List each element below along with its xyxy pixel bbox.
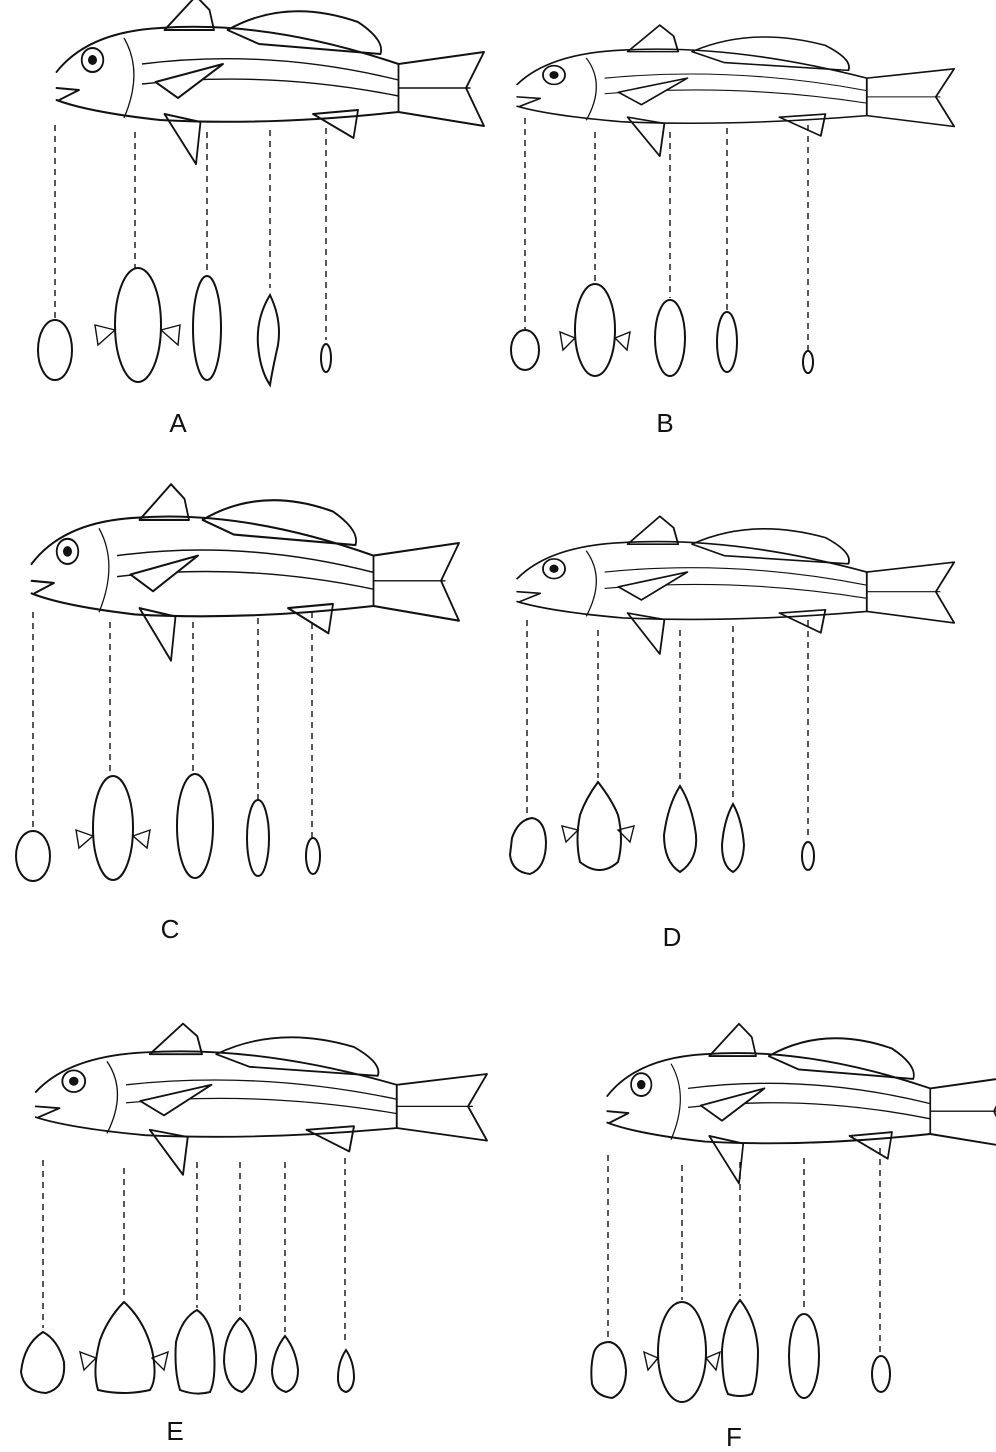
fish-a-lateral-outline	[56, 0, 484, 164]
panel-label-e: E	[166, 1416, 183, 1446]
panel-label-a: A	[169, 408, 187, 438]
dashed-section-guides-d	[527, 620, 808, 840]
panel-b: B	[511, 25, 954, 438]
panel-label-c: C	[161, 914, 180, 944]
dashed-section-guides-a	[55, 125, 326, 340]
cross-sections-e	[21, 1302, 354, 1394]
panel-c: C	[16, 484, 459, 944]
panel-label-b: B	[656, 408, 673, 438]
fish-f-lateral-outline	[607, 1024, 996, 1184]
panel-label-f: F	[726, 1422, 742, 1452]
panel-f: F	[591, 1024, 996, 1452]
panel-e: E	[21, 1024, 487, 1446]
panel-d: D	[510, 516, 954, 952]
fish-d-lateral-outline	[517, 516, 954, 654]
panel-a: A	[38, 0, 484, 438]
cross-sections-f	[591, 1300, 890, 1402]
cross-sections-c	[16, 774, 320, 881]
fish-e-lateral-outline	[36, 1024, 487, 1175]
fish-c-lateral-outline	[31, 484, 459, 660]
panel-label-d: D	[663, 922, 682, 952]
cross-sections-a	[38, 268, 331, 385]
cross-sections-b	[511, 284, 813, 376]
fish-b-lateral-outline	[517, 25, 954, 156]
cross-sections-d	[510, 782, 814, 874]
